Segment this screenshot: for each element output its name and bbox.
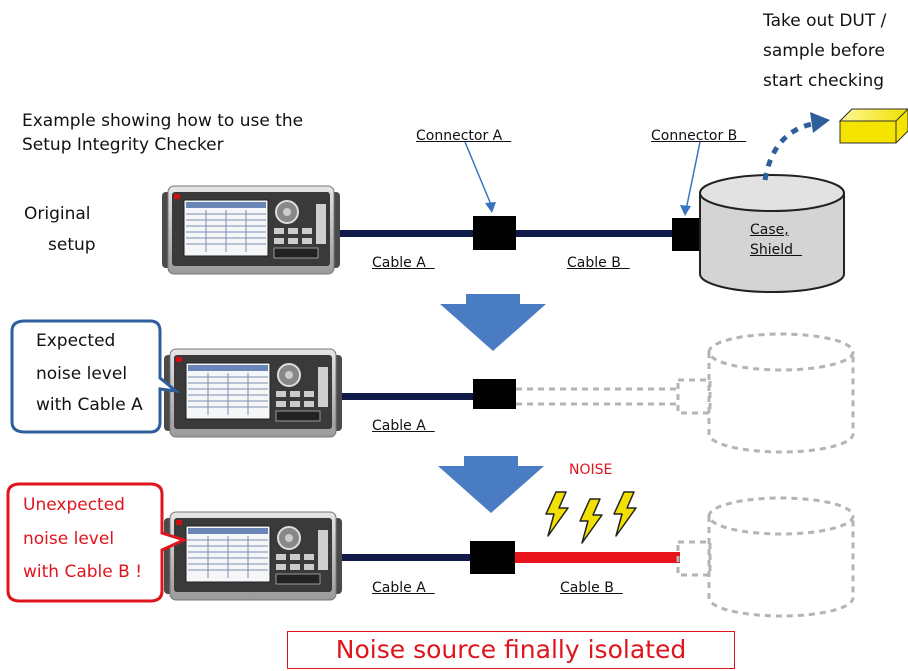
- cable-a-row3: [342, 554, 475, 561]
- lightning-bolt-icon-1: [545, 491, 569, 537]
- lightning-bolt-icon-3: [613, 491, 637, 537]
- label-connector-b: Connector B: [651, 128, 747, 144]
- original-setup-line2: setup: [48, 235, 96, 255]
- case-shield-cylinder: [699, 174, 845, 293]
- take-out-line3: start checking: [763, 71, 885, 91]
- connector-a-row1: [473, 216, 516, 250]
- label-case: Case,: [750, 222, 789, 238]
- connector-a-row2: [473, 379, 516, 409]
- cable-a-row2: [342, 393, 475, 400]
- cable-b-noise-row3: [514, 552, 680, 563]
- lightning-bolt-icon-2: [579, 498, 603, 544]
- callout-expected-line2: noise level: [36, 364, 128, 384]
- cable-a-row1: [340, 230, 475, 237]
- instrument-icon-row2: [163, 348, 343, 438]
- label-cable-a-row3: Cable A: [372, 580, 435, 596]
- final-message-box: Noise source finally isolated: [287, 631, 735, 669]
- down-arrow-icon-2: [438, 456, 544, 513]
- take-out-line2: sample before: [763, 41, 885, 61]
- callout-expected-line3: with Cable A: [36, 395, 143, 415]
- intro-line2: Setup Integrity Checker: [22, 135, 224, 155]
- down-arrow-icon-1: [440, 294, 546, 351]
- label-cable-a-row1: Cable A: [372, 255, 435, 271]
- label-cable-b-row3: Cable B: [560, 580, 623, 596]
- callout-expected-line1: Expected: [36, 331, 116, 351]
- ghost-cable-case-row2: [516, 332, 855, 454]
- intro-line1: Example showing how to use the: [22, 111, 304, 131]
- label-connector-a: Connector A: [416, 128, 512, 144]
- original-setup-line1: Original: [24, 204, 91, 224]
- label-cable-a-row2: Cable A: [372, 418, 435, 434]
- callout-unexpected-bubble: [6, 482, 189, 603]
- instrument-icon-row3: [163, 511, 343, 601]
- label-cable-b-row1: Cable B: [567, 255, 630, 271]
- ghost-case-row3: [676, 496, 855, 618]
- instrument-icon-row1: [161, 185, 341, 275]
- label-noise: NOISE: [569, 462, 613, 478]
- connector-a-row3: [470, 541, 515, 574]
- callout-unexpected-line1: Unexpected: [23, 495, 125, 515]
- callout-unexpected-line3: with Cable B !: [23, 562, 143, 582]
- take-out-line1: Take out DUT /: [763, 11, 887, 31]
- label-shield: Shield: [750, 242, 802, 258]
- cable-b-row1: [515, 230, 675, 237]
- dut-box-icon: [838, 108, 908, 144]
- final-message: Noise source finally isolated: [335, 635, 687, 664]
- callout-unexpected-line2: noise level: [23, 529, 115, 549]
- callout-expected-bubble: [10, 319, 182, 434]
